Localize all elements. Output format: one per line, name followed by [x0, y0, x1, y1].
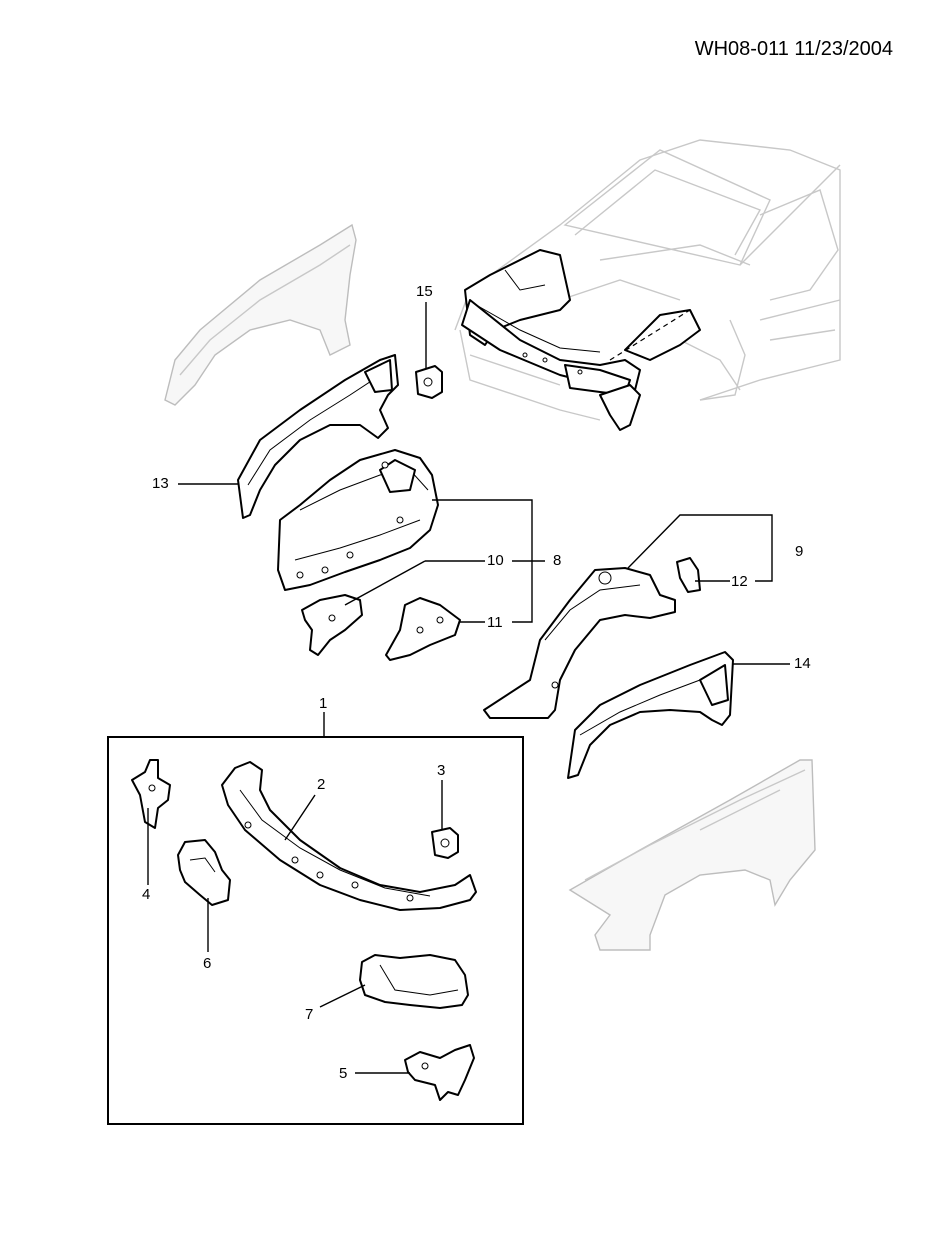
- part-12: [676, 557, 701, 593]
- callout-12: 12: [731, 573, 748, 590]
- fender-ghost-upper: [164, 223, 357, 406]
- callout-15: 15: [416, 283, 433, 300]
- callout-8: 8: [553, 552, 562, 569]
- part-5: [404, 1044, 475, 1101]
- callout-11: 11: [487, 614, 503, 631]
- callout-4: 4: [142, 886, 151, 903]
- drawing-code: WH08-011 11/23/2004: [694, 38, 893, 60]
- part-13: [237, 354, 399, 519]
- callout-6: 6: [203, 955, 212, 972]
- callout-14: 14: [794, 655, 811, 672]
- leader-lines: [147, 302, 790, 1074]
- part-9: [483, 567, 676, 719]
- callout-9: 9: [795, 543, 804, 560]
- part-2: [221, 761, 477, 911]
- callout-7: 7: [305, 1006, 314, 1023]
- part-8: [277, 449, 439, 591]
- part-3: [431, 827, 459, 859]
- vehicle-body-ghost: [454, 139, 841, 421]
- fender-ghost-lower: [568, 759, 816, 951]
- part-11: [385, 597, 461, 661]
- part-4: [131, 759, 171, 829]
- part-15: [415, 365, 443, 399]
- front-structure-installed: [461, 249, 701, 431]
- part-14: [567, 651, 734, 779]
- callout-3: 3: [437, 762, 446, 779]
- part-6: [177, 839, 231, 906]
- callout-2: 2: [317, 776, 326, 793]
- callout-10: 10: [487, 552, 504, 569]
- part-7: [359, 954, 469, 1009]
- assembly-1-frame: [107, 736, 524, 1125]
- callout-5: 5: [339, 1065, 348, 1082]
- part-10: [301, 594, 363, 656]
- callout-1: 1: [319, 695, 328, 712]
- callout-13: 13: [152, 475, 169, 492]
